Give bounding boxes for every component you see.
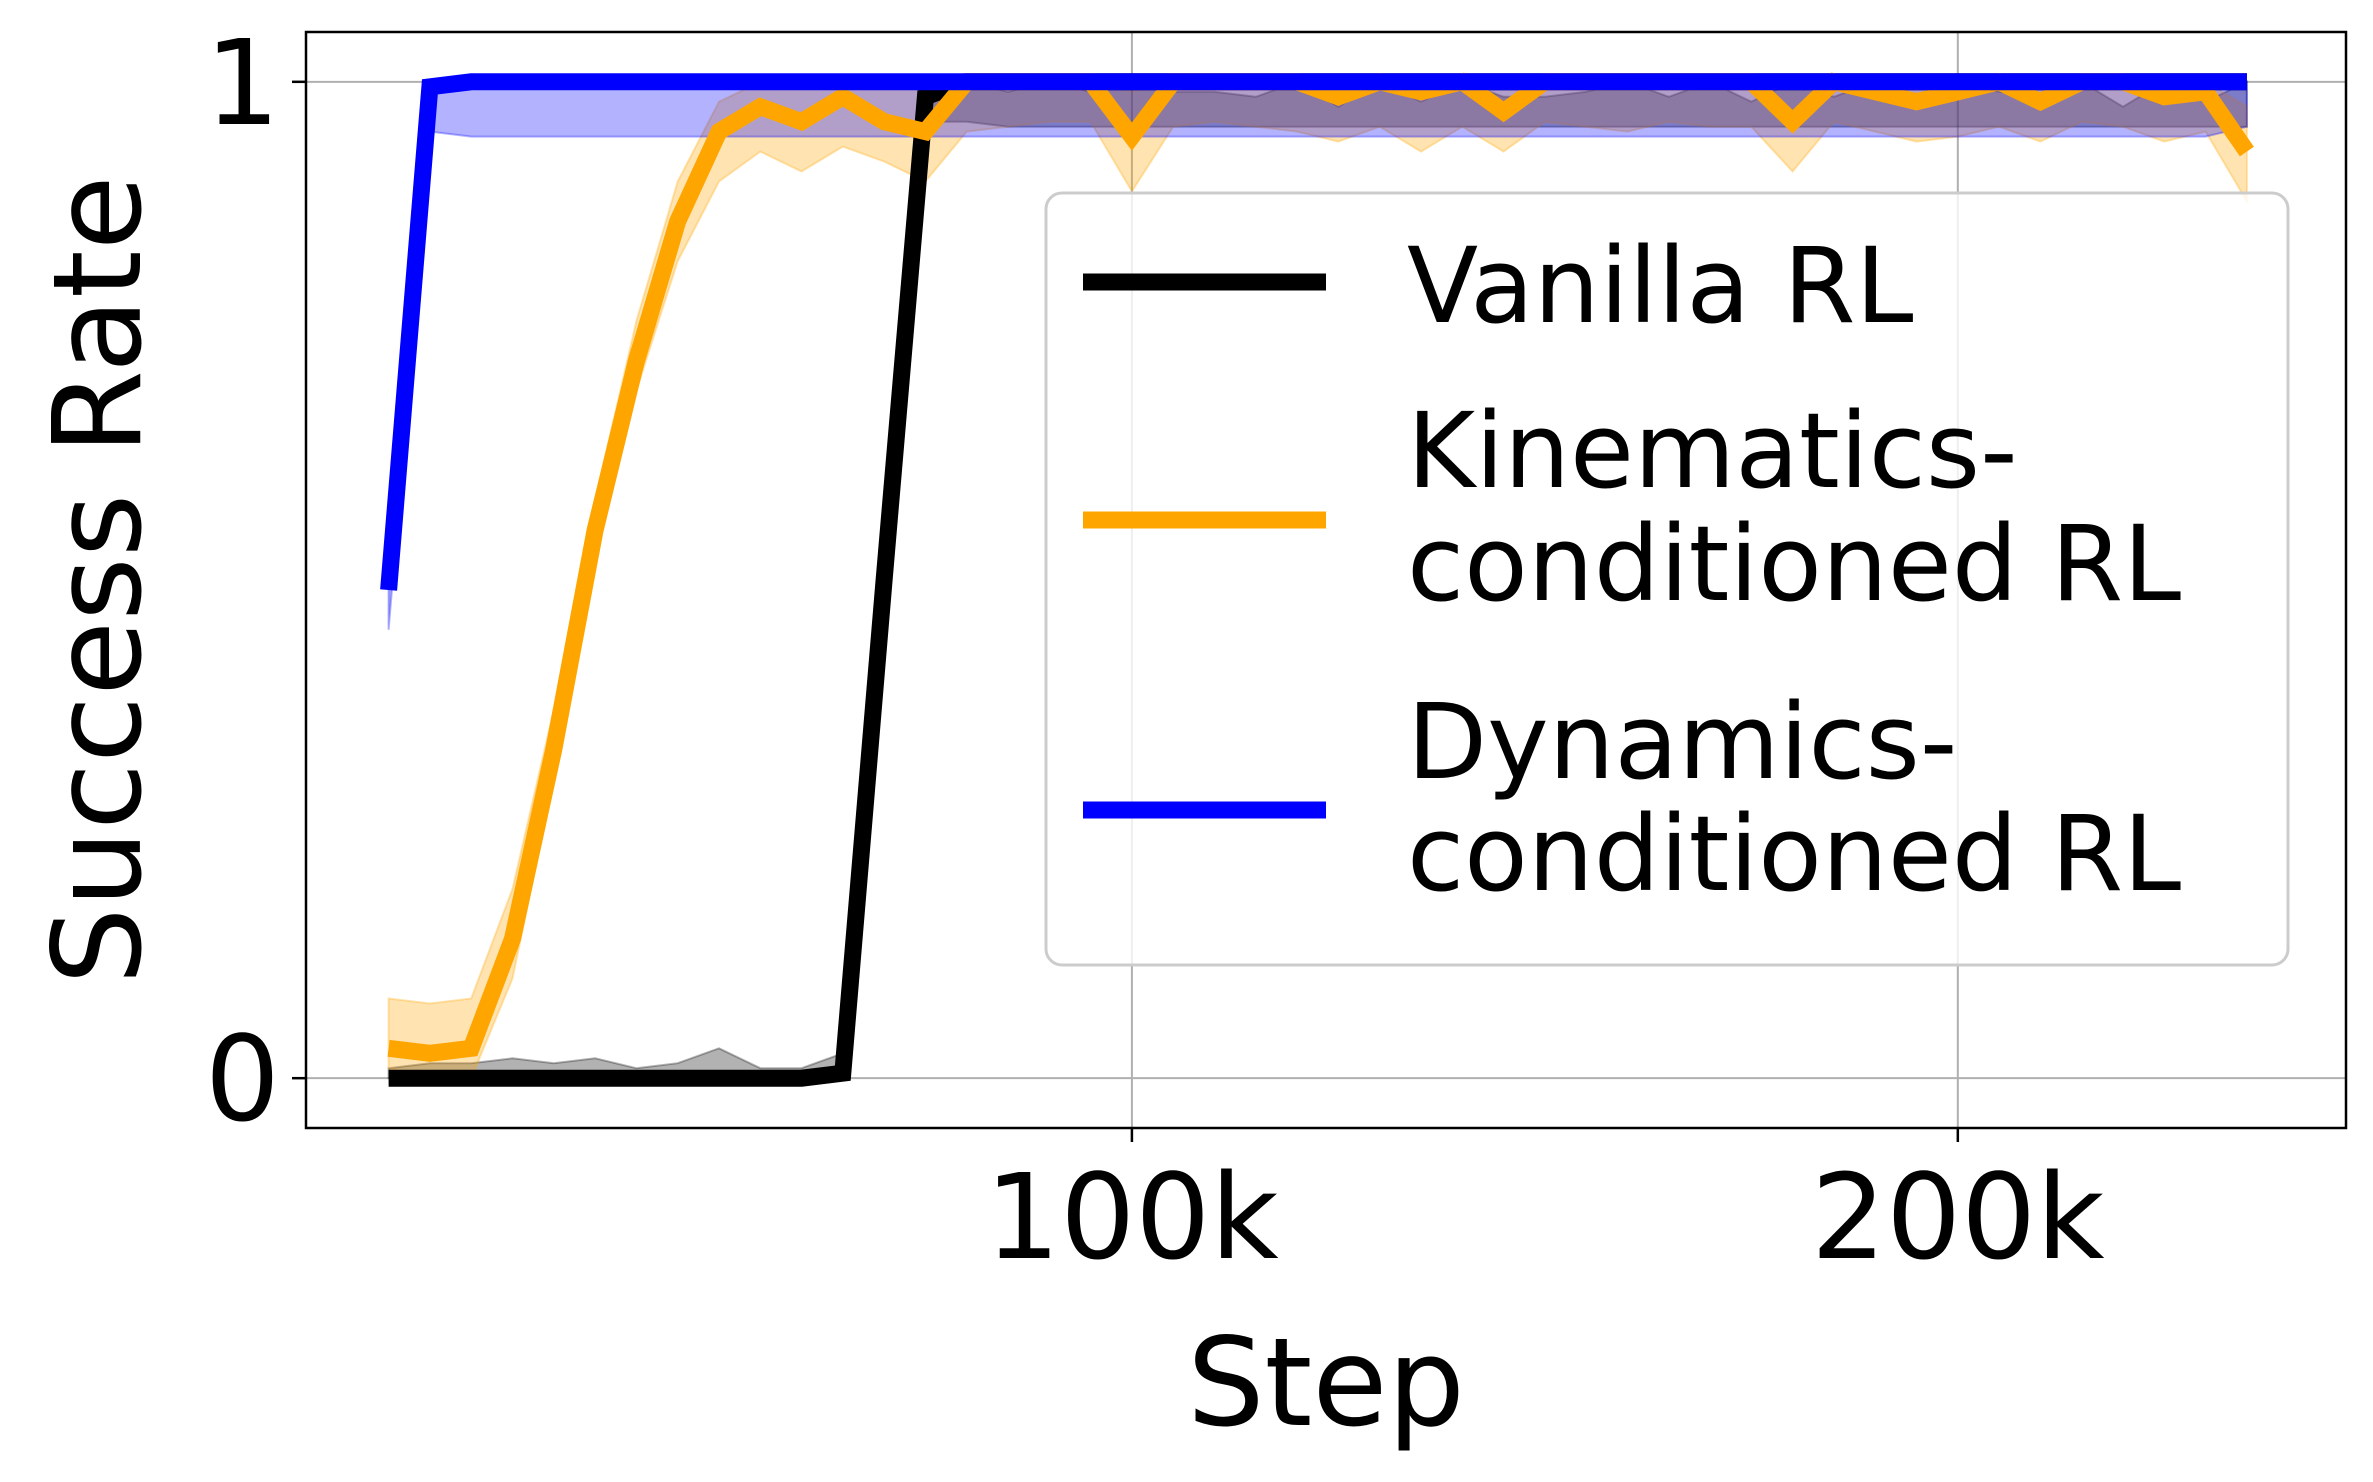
legend: Vanilla RL Kinematics-conditioned RL Dynam… bbox=[1044, 191, 2290, 967]
y-tick-label: 0 bbox=[205, 1010, 280, 1148]
y-tick-label: 1 bbox=[205, 14, 280, 152]
vanilla-rl-legend-label: Vanilla RL bbox=[1407, 225, 1913, 347]
y-axis-title: Success Rate bbox=[27, 175, 169, 985]
x-axis-title: Step bbox=[1187, 1312, 1465, 1454]
kinematics-conditioned-rl-legend-label: Kinematics-conditioned RL bbox=[1407, 390, 2181, 625]
legend-box bbox=[1044, 191, 2290, 967]
axis-ticks: 100k 200k 0 1 bbox=[205, 14, 2105, 1286]
dynamics-conditioned-rl-legend-label: Dynamics-conditioned RL bbox=[1407, 681, 2181, 915]
x-tick-label: 100k bbox=[985, 1148, 1279, 1286]
x-tick-label: 200k bbox=[1811, 1148, 2105, 1286]
series-lines bbox=[380, 72, 2254, 1087]
plot-frame bbox=[304, 30, 2348, 1130]
dynamics-conditioned-rl-line bbox=[380, 73, 2247, 591]
